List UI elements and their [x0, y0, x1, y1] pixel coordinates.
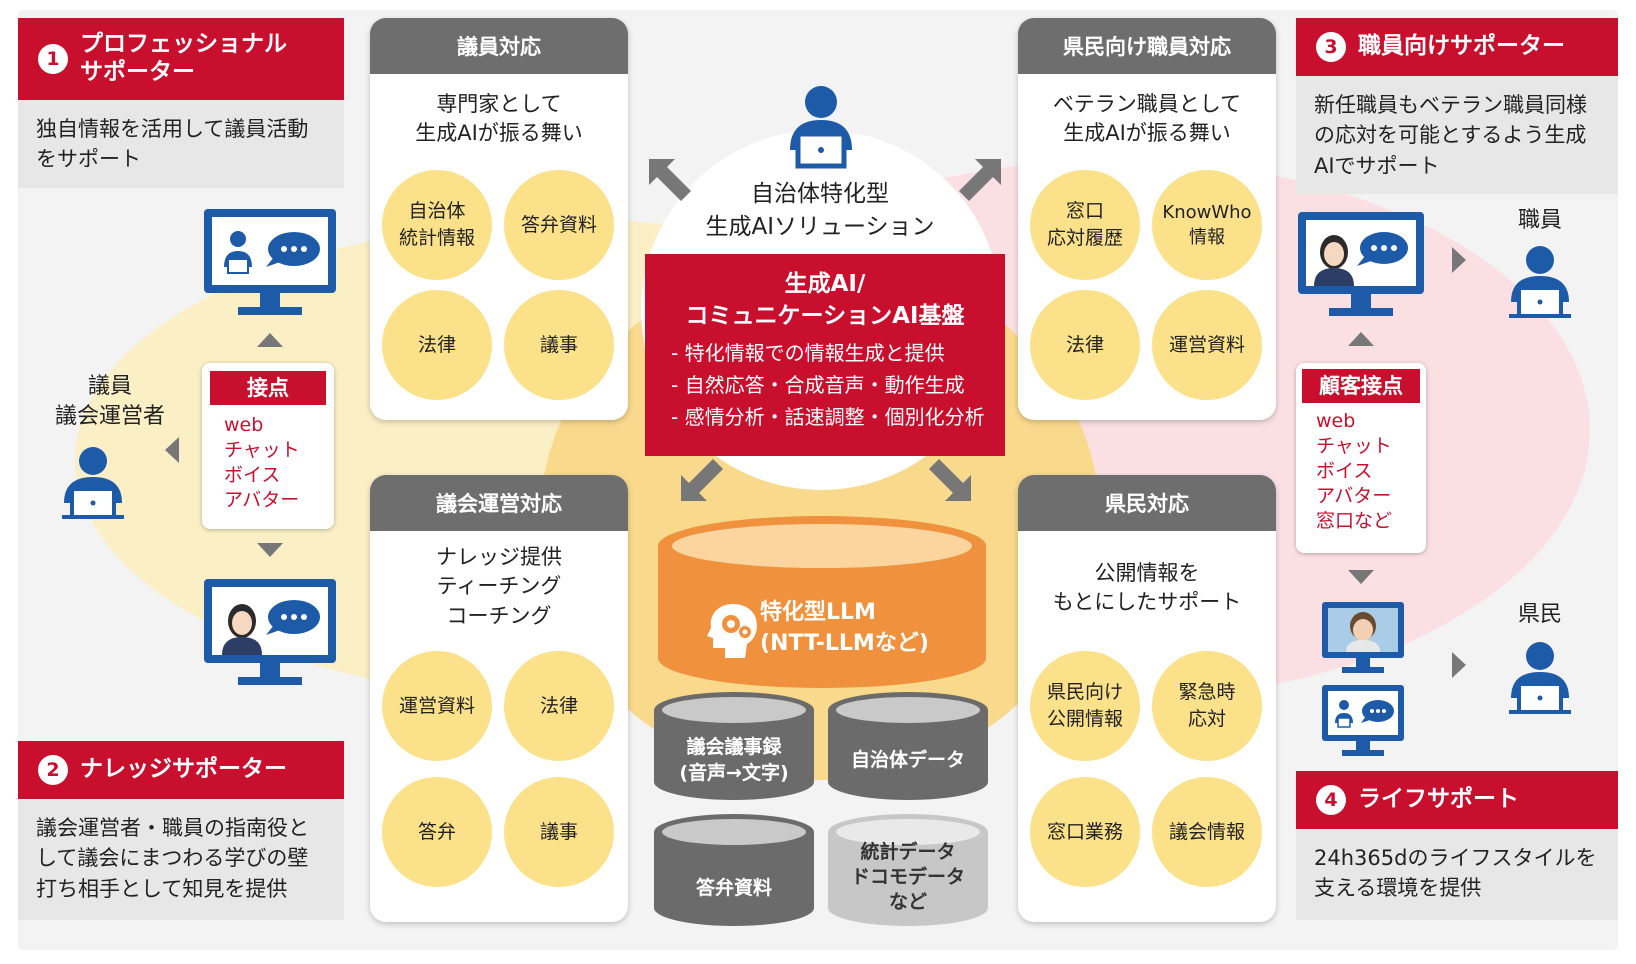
card-br-circle: 議会情報: [1152, 777, 1262, 887]
panel4-desc: 24h365dのライフスタイルを 支える環境を提供: [1296, 829, 1618, 920]
db-label-answers: 答弁資料: [695, 877, 772, 899]
card-tl-circle: 自治体 統計情報: [382, 170, 492, 280]
card-bl-title: 議会運営対応: [370, 475, 628, 531]
arrow-icon: [681, 459, 723, 501]
card-tr-circle: KnowWho 情報: [1152, 170, 1262, 280]
right-contact-list: web チャット ボイス アバター 窓口など: [1296, 409, 1426, 534]
panel2-header: 2 ナレッジサポーター: [18, 741, 344, 799]
panel2-title: ナレッジサポーター: [80, 756, 287, 783]
card-br-subtitle: 公開情報を もとにしたサポート: [1052, 561, 1242, 615]
card-bl-circle: 答弁: [382, 777, 492, 887]
right-contact-item: チャット: [1316, 435, 1392, 458]
solution-label: 自治体特化型 生成AIソリューション: [705, 181, 935, 241]
platform-title: 生成AI/ コミュニケーションAI基盤: [685, 271, 965, 330]
panel3-title: 職員向けサポーター: [1358, 33, 1565, 60]
right-contact-item: アバター: [1316, 485, 1392, 508]
card-tr-subtitle: ベテラン職員として 生成AIが振る舞い: [1052, 92, 1242, 146]
platform-list: - 特化情報での情報生成と提供 - 自然応答・合成音声・動作生成 - 感情分析・…: [645, 338, 1005, 433]
platform-item: - 感情分析・話速調整・個別化分析: [671, 404, 985, 429]
arrow-icon: [959, 159, 1001, 201]
card-tr-circle: 法律: [1030, 290, 1140, 400]
ai-platform-box: 生成AI/ コミュニケーションAI基盤 - 特化情報での情報生成と提供 - 自然…: [645, 254, 1005, 456]
card-bl-circle: 運営資料: [382, 651, 492, 761]
right-contact-item: ボイス: [1316, 460, 1373, 483]
database-icon: [828, 814, 988, 926]
card-council-operation: 議会運営対応 ナレッジ提供 ティーチング コーチング 運営資料 法律 答弁 議事: [370, 475, 628, 922]
card-tr-circle: 運営資料: [1152, 290, 1262, 400]
panel3-header: 3 職員向けサポーター: [1296, 18, 1618, 76]
arrow-down-icon: [257, 543, 283, 557]
person-icon: [790, 86, 852, 169]
llm-label: 特化型LLM (NTT-LLMなど): [760, 600, 929, 656]
card-br-circle: 県民向け 公開情報: [1030, 651, 1140, 761]
person-icon: [1509, 642, 1571, 714]
right-contact-box: 顧客接点 web チャット ボイス アバター 窓口など: [1296, 363, 1426, 553]
panel2-desc: 議会運営者・職員の指南役と して議会にまつわる学びの壁 打ち相手として知見を提供: [18, 799, 344, 920]
monitor-chat-icon: [1322, 685, 1404, 756]
card-br-circle: 緊急時 応対: [1152, 651, 1262, 761]
db-label-minutes: 議会議事録 (音声→文字): [679, 736, 789, 784]
card-tl-title: 議員対応: [370, 18, 628, 74]
panel1-desc: 独自情報を活用して議員活動 をサポート: [18, 100, 344, 188]
card-tl-circle: 議事: [504, 290, 614, 400]
arrow-left-icon: [165, 437, 179, 463]
right-contact-item: web: [1316, 410, 1356, 432]
person-icon: [62, 447, 124, 519]
platform-item: - 特化情報での情報生成と提供: [671, 341, 945, 366]
db-label-municipal: 自治体データ: [850, 749, 965, 771]
database-icon: [828, 692, 988, 800]
left-person-label: 議員 議会運営者: [54, 374, 165, 429]
panel1-title: プロフェッショナル サポーター: [80, 31, 287, 85]
right-contact-item: 窓口など: [1316, 510, 1393, 533]
citizen-label: 県民: [1517, 602, 1562, 627]
platform-item: - 自然応答・合成音声・動作生成: [671, 372, 965, 397]
card-tl-circle: 答弁資料: [504, 170, 614, 280]
arrow-down-icon: [1348, 570, 1374, 584]
arrow-right-icon: [1452, 652, 1466, 678]
monitor-avatar-icon: [1322, 602, 1404, 673]
card-tl-subtitle: 専門家として 生成AIが振る舞い: [415, 92, 583, 146]
arrow-up-icon: [1348, 332, 1374, 346]
card-bl-subtitle: ナレッジ提供 ティーチング コーチング: [436, 545, 562, 628]
card-tr-circle: 窓口 応対履歴: [1030, 170, 1140, 280]
left-contact-item: web: [224, 414, 264, 436]
card-br-title: 県民対応: [1018, 475, 1276, 531]
left-contact-item: ボイス: [224, 464, 281, 487]
left-contact-list: web チャット ボイス アバター: [202, 413, 334, 513]
left-contact-item: チャット: [224, 439, 300, 462]
person-icon: [1509, 246, 1571, 318]
card-staff-support: 県民向け職員対応 ベテラン職員として 生成AIが振る舞い 窓口 応対履歴 Kno…: [1018, 18, 1276, 420]
panel3-number: 3: [1316, 32, 1346, 62]
left-contact-box: 接点 web チャット ボイス アバター: [202, 363, 334, 529]
database-icon: [654, 814, 814, 926]
arrow-icon: [649, 159, 691, 201]
left-contact-item: アバター: [224, 489, 300, 512]
left-contact-title: 接点: [210, 371, 326, 405]
panel1-header: 1 プロフェッショナル サポーター: [18, 18, 344, 100]
right-contact-title: 顧客接点: [1302, 369, 1420, 403]
panel3-desc: 新任職員もベテラン職員同様 の応対を可能とするよう生成 AIでサポート: [1296, 76, 1618, 194]
arrow-right-icon: [1452, 247, 1466, 273]
card-br-circle: 窓口業務: [1030, 777, 1140, 887]
card-bl-circle: 法律: [504, 651, 614, 761]
brain-gear-icon: [707, 604, 757, 658]
db-label-statistics: 統計データ ドコモデータ など: [850, 841, 965, 914]
card-tr-title: 県民向け職員対応: [1018, 18, 1276, 74]
panel4-title: ライフサポート: [1358, 786, 1519, 813]
arrow-icon: [929, 459, 971, 501]
card-bl-circle: 議事: [504, 777, 614, 887]
monitor-avatar-icon: [204, 579, 336, 685]
card-council-member: 議員対応 専門家として 生成AIが振る舞い 自治体 統計情報 答弁資料 法律 議…: [370, 18, 628, 420]
panel1-number: 1: [38, 44, 68, 74]
monitor-chat-icon: [204, 209, 336, 315]
staff-label: 職員: [1517, 208, 1562, 233]
card-citizen-support: 県民対応 公開情報を もとにしたサポート 県民向け 公開情報 緊急時 応対 窓口…: [1018, 475, 1276, 922]
card-tl-circle: 法律: [382, 290, 492, 400]
panel2-number: 2: [38, 755, 68, 785]
panel4-number: 4: [1316, 785, 1346, 815]
arrow-up-icon: [257, 333, 283, 347]
panel4-header: 4 ライフサポート: [1296, 771, 1618, 829]
monitor-avatar-icon: [1298, 212, 1424, 316]
database-icon: [654, 692, 814, 800]
